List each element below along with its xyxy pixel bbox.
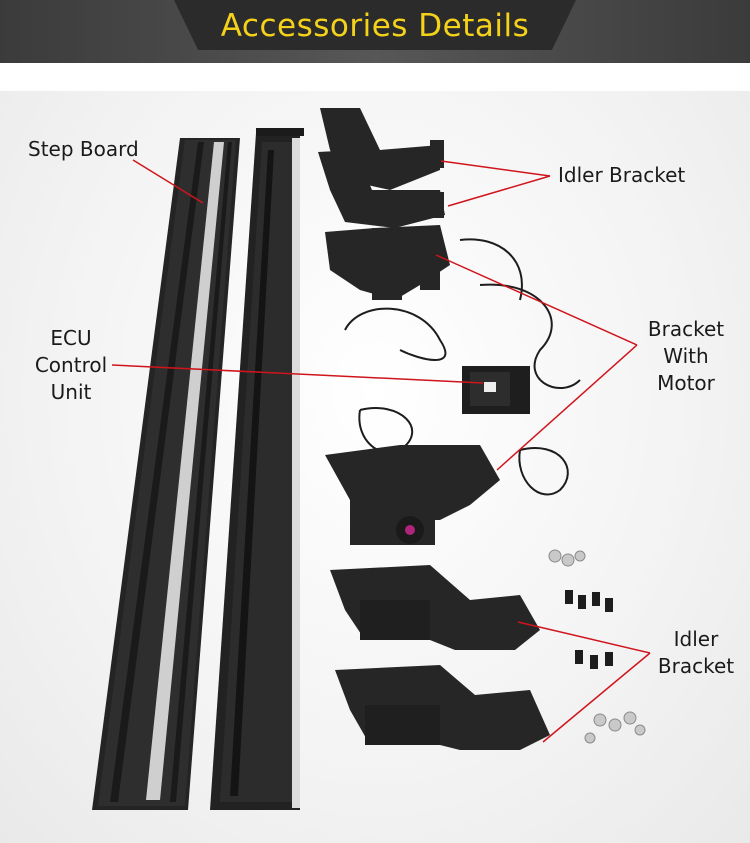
header-divider [0, 63, 750, 66]
label-ecu-control-unit: ECU Control Unit [26, 325, 116, 406]
bracket-motor-line-3: Motor [657, 371, 715, 395]
label-step-board: Step Board [28, 136, 139, 163]
idler-bracket-top-text: Idler Bracket [558, 163, 686, 187]
step-board-text: Step Board [28, 137, 139, 161]
label-idler-bracket-bottom: Idler Bracket [648, 626, 744, 680]
ecu-line-3: Unit [50, 380, 92, 404]
bracket-motor-line-2: With [663, 344, 709, 368]
step-board [92, 138, 240, 810]
idler-bracket-top [318, 108, 445, 228]
ecu-line-1: ECU [50, 326, 92, 350]
hardware-screws [565, 590, 613, 669]
motor-bracket-upper [325, 225, 450, 300]
motor-bracket-lower [325, 445, 500, 545]
idler-bracket-bottom [330, 565, 550, 750]
idler-bracket-bottom-line-2: Bracket [657, 654, 735, 678]
leader-lines [111, 159, 651, 743]
ecu-control-unit [462, 366, 530, 414]
label-idler-bracket-top: Idler Bracket [558, 162, 685, 189]
header-title-plate [174, 0, 576, 50]
ecu-line-2: Control [34, 353, 108, 377]
idler-bracket-bottom-line-1: Idler [673, 627, 719, 651]
bracket-motor-line-1: Bracket [647, 317, 725, 341]
running-board [210, 128, 304, 810]
hardware-washers [548, 549, 646, 744]
wiring-harness [344, 238, 581, 496]
page-title: Accessories Details [220, 8, 530, 44]
header-banner: Accessories Details [0, 0, 750, 63]
label-bracket-with-motor: Bracket With Motor [638, 316, 734, 397]
